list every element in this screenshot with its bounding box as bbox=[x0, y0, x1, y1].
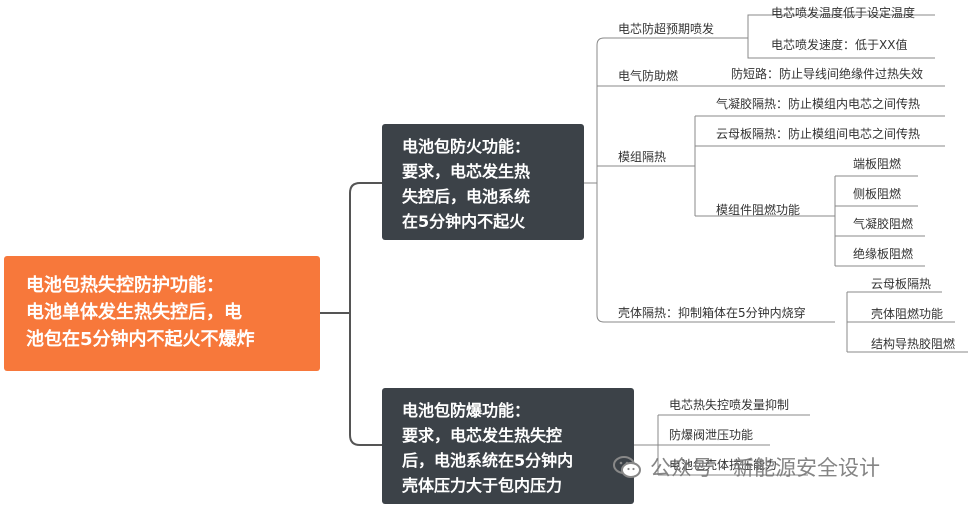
explosion-line-2: 要求，电芯发生热失控 bbox=[402, 426, 563, 445]
branch-cell-venting[interactable]: 电芯防超预期喷发 bbox=[618, 22, 715, 36]
venting-child-temperature[interactable]: 电芯喷发温度低于设定温度 bbox=[771, 6, 916, 20]
branch-shell-underline bbox=[596, 314, 835, 323]
module-child-aerogel[interactable]: 气凝胶隔热：防止模组内电芯之间传热 bbox=[716, 97, 921, 111]
branch-module[interactable]: 模组隔热 bbox=[618, 150, 667, 164]
branch-shell[interactable]: 壳体隔热：抑制箱体在5分钟内烧穿 bbox=[618, 306, 806, 320]
root-line-2: 电池单体发生热失控后，电 bbox=[26, 302, 242, 323]
fire-protection-topic[interactable]: 电池包防火功能： 要求，电芯发生热 失控后，电池系统 在5分钟内不起火 bbox=[382, 124, 584, 240]
electrical-child-short-circuit[interactable]: 防短路：防止导线间绝缘件过热失效 bbox=[731, 67, 924, 81]
shell-child-mica[interactable]: 云母板隔热 bbox=[871, 277, 932, 291]
flame-child-aerogel[interactable]: 气凝胶阻燃 bbox=[853, 217, 914, 231]
branch-venting-underline bbox=[596, 37, 748, 46]
venting-children-connector bbox=[747, 14, 935, 59]
explosion-line-3: 后，电池系统在5分钟内 bbox=[402, 451, 574, 470]
module-flame-retardant[interactable]: 模组件阻燃功能 bbox=[716, 203, 801, 217]
root-line-3: 池包在5分钟内不起火不爆炸 bbox=[26, 329, 255, 350]
root-topic[interactable]: 电池包热失控防护功能： 电池单体发生热失控后，电 池包在5分钟内不起火不爆炸 bbox=[4, 256, 320, 371]
root-to-fire-connector bbox=[320, 182, 382, 314]
watermark-text: 公众号 · 新能源安全设计 bbox=[650, 456, 881, 480]
fire-line-1: 电池包防火功能： bbox=[402, 137, 531, 156]
wechat-icon bbox=[613, 456, 641, 478]
flame-child-side-plate[interactable]: 侧板阻燃 bbox=[853, 187, 902, 201]
venting-child-speed[interactable]: 电芯喷发速度：低于XX值 bbox=[771, 38, 908, 52]
module-child-mica[interactable]: 云母板隔热：防止模组间电芯之间传热 bbox=[716, 127, 921, 141]
fire-line-3: 失控后，电池系统 bbox=[402, 187, 531, 206]
explosion-child-relief-valve[interactable]: 防爆阀泄压功能 bbox=[669, 428, 754, 442]
root-line-1: 电池包热失控防护功能： bbox=[26, 275, 224, 296]
flame-child-end-plate[interactable]: 端板阻燃 bbox=[853, 157, 902, 171]
explosion-child-venting-suppression[interactable]: 电芯热失控喷发量抑制 bbox=[669, 398, 790, 412]
fire-line-2: 要求，电芯发生热 bbox=[402, 162, 531, 181]
fire-line-4: 在5分钟内不起火 bbox=[402, 212, 526, 231]
shell-child-adhesive[interactable]: 结构导热胶阻燃 bbox=[871, 337, 956, 351]
explosion-line-1: 电池包防爆功能： bbox=[402, 401, 531, 420]
flame-child-insulation[interactable]: 绝缘板阻燃 bbox=[853, 247, 914, 261]
root-to-explosion-connector bbox=[320, 312, 382, 446]
explosion-child-shell-pressure[interactable]: 电池包壳体抗压能力 bbox=[669, 458, 778, 472]
watermark: 公众号 · 新能源安全设计 bbox=[612, 452, 880, 482]
explosion-protection-topic[interactable]: 电池包防爆功能： 要求，电芯发生热失控 后，电池系统在5分钟内 壳体压力大于包内… bbox=[382, 388, 634, 504]
shell-child-flame[interactable]: 壳体阻燃功能 bbox=[871, 307, 944, 321]
branch-electrical[interactable]: 电气防助燃 bbox=[618, 69, 679, 83]
explosion-line-4: 壳体压力大于包内压力 bbox=[402, 476, 563, 495]
